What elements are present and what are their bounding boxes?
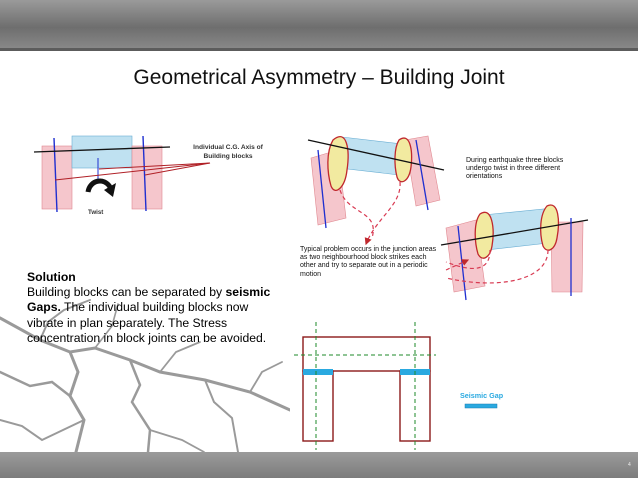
solution-heading: Solution	[27, 270, 76, 284]
cg-axis-right-twisted	[415, 139, 429, 211]
solution-text-2: The individual building blocks now vibra…	[27, 300, 267, 345]
figure-twisted-blocks	[307, 135, 445, 244]
joint-right-junction	[540, 204, 560, 251]
cg-axis-label: Individual C.G. Axis of Building blocks	[193, 144, 263, 160]
figure-block-axes	[33, 135, 211, 213]
black-axis	[33, 146, 171, 153]
solution-text-1: Building blocks can be separated by	[27, 285, 226, 300]
cg-axis-left-twisted	[317, 149, 327, 229]
right-block-twisted	[404, 135, 441, 207]
frame-top-block	[302, 336, 431, 372]
middle-block	[71, 135, 133, 169]
twist-dashed-path	[339, 181, 401, 244]
twist-arrow-icon	[85, 178, 116, 197]
header-divider	[0, 48, 638, 51]
slide-header-band	[0, 0, 638, 50]
figure-junction-strike	[440, 204, 589, 301]
seismic-gap-legend-swatch	[464, 403, 498, 409]
page-number: 4	[628, 462, 631, 468]
cracked-ground-decoration	[0, 299, 292, 454]
pointer-to-right	[144, 162, 211, 176]
gap-left	[303, 369, 333, 375]
joint-left	[327, 136, 349, 191]
earthquake-note: During earthquake three blocks undergo t…	[466, 157, 564, 181]
right-block-junction	[550, 221, 584, 293]
right-block	[131, 145, 163, 210]
twist-label: Twist	[88, 209, 104, 216]
axis-junction	[440, 219, 589, 246]
strike-dashed-path	[445, 249, 549, 284]
figure4-panel	[290, 318, 438, 456]
slide-title: Geometrical Asymmetry – Building Joint	[133, 66, 505, 89]
seismic-gap-label: Seismic Gap	[460, 391, 504, 400]
axis-twisted	[307, 139, 445, 171]
joint-left-junction	[474, 211, 494, 259]
junction-note: Typical problem occurs in the junction a…	[300, 246, 437, 278]
slide-footer-band	[0, 452, 638, 478]
pointer-to-left	[54, 162, 211, 181]
solution-bold-1: seismic Gaps.	[27, 285, 271, 315]
cg-axis-left	[53, 137, 58, 213]
solution-text-block: Solution Building blocks can be separate…	[27, 270, 282, 346]
figure-seismic-gap	[290, 318, 498, 456]
pointer-to-middle	[98, 162, 211, 170]
joint-right	[394, 137, 413, 183]
